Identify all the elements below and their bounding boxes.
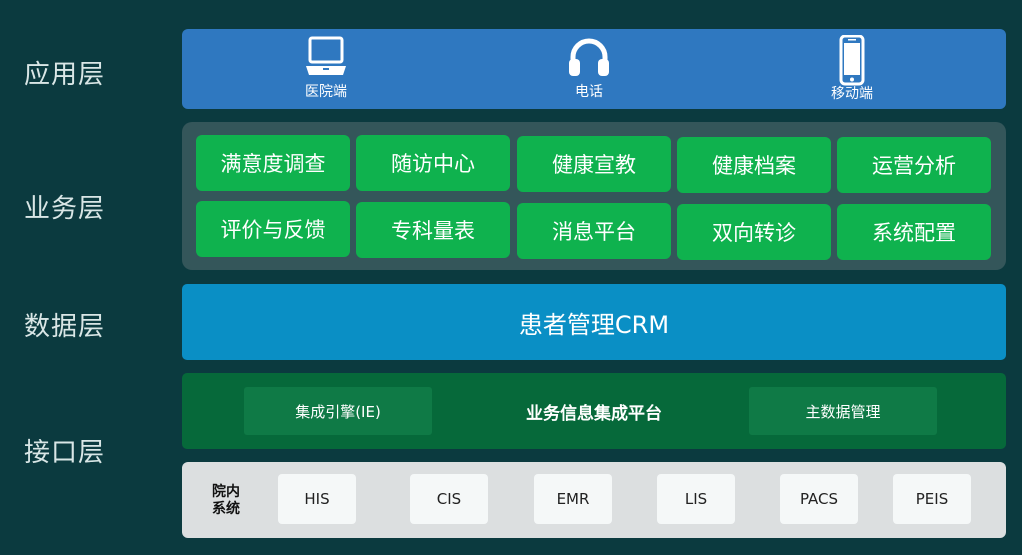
system-his[interactable]: HIS [278,474,356,524]
system-pacs[interactable]: PACS [780,474,858,524]
app-item-label: 移动端 [831,86,873,102]
module-specialty-scales[interactable]: 专科量表 [356,202,510,258]
module-health-records[interactable]: 健康档案 [677,137,831,193]
module-two-way-referral[interactable]: 双向转诊 [677,204,831,260]
layer-label-business: 业务层 [24,194,106,224]
business-layer: 满意度调查 随访中心 健康宣教 健康档案 运营分析 评价与反馈 专科量表 消息平… [182,122,1006,270]
module-satisfaction-survey[interactable]: 满意度调查 [196,135,350,191]
module-evaluation-feedback[interactable]: 评价与反馈 [196,201,350,257]
integration-engine-box[interactable]: 集成引擎(IE) [244,387,432,435]
hospital-systems-title-line1: 院内 [212,484,240,500]
app-item-label: 电话 [575,84,603,100]
app-item-telephone[interactable]: 电话 [529,35,649,101]
hospital-systems-title: 院内 系统 [206,484,246,518]
module-follow-up-center[interactable]: 随访中心 [356,135,510,191]
hospital-systems-title-line2: 系统 [212,501,240,517]
master-data-management-box[interactable]: 主数据管理 [749,387,937,435]
app-item-hospital-client[interactable]: 医院端 [266,35,386,101]
app-item-mobile[interactable]: 移动端 [792,35,912,103]
integration-layer: 集成引擎(IE) 业务信息集成平台 主数据管理 [182,373,1006,449]
app-item-label: 医院端 [305,84,347,100]
integration-platform-title: 业务信息集成平台 [526,403,662,424]
system-lis[interactable]: LIS [657,474,735,524]
layer-label-data: 数据层 [24,312,106,342]
module-operation-analysis[interactable]: 运营分析 [837,137,991,193]
smartphone-icon [792,35,912,87]
layer-label-application: 应用层 [24,60,106,90]
data-layer-title: 患者管理CRM [518,310,670,339]
module-message-platform[interactable]: 消息平台 [517,203,671,259]
headphones-icon [529,35,649,79]
data-layer-crm[interactable]: 患者管理CRM [182,284,1006,360]
hospital-systems-layer: 院内 系统 HIS CIS EMR LIS PACS PEIS [182,462,1006,538]
module-system-config[interactable]: 系统配置 [837,204,991,260]
module-health-education[interactable]: 健康宣教 [517,136,671,192]
system-cis[interactable]: CIS [410,474,488,524]
application-layer: 医院端 电话 移动端 [182,29,1006,109]
layer-label-interface: 接口层 [24,438,106,468]
system-peis[interactable]: PEIS [893,474,971,524]
laptop-icon [266,35,386,79]
system-emr[interactable]: EMR [534,474,612,524]
